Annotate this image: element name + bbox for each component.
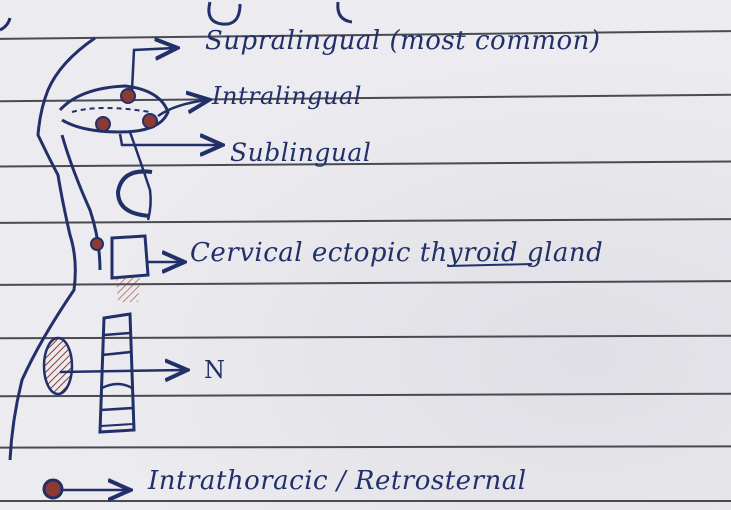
partial-mark xyxy=(0,18,10,30)
partial-letter xyxy=(338,2,352,22)
partial-letter xyxy=(209,2,240,24)
cervical-gland xyxy=(91,238,103,250)
intralingual-gland xyxy=(143,114,157,128)
tongue-dashed-line xyxy=(72,108,150,112)
label-supralingual: Supralingual (most common) xyxy=(205,26,601,56)
trachea-ring xyxy=(102,384,132,388)
arrow-n xyxy=(60,370,185,372)
label-sublingual: Sublingual xyxy=(230,138,371,167)
supralingual-gland xyxy=(121,89,135,103)
trachea-ring xyxy=(101,424,133,426)
bullet-circle xyxy=(44,480,62,498)
thyroid-hatch xyxy=(116,278,140,302)
label-intrathoracic: Intrathoracic / Retrosternal xyxy=(148,466,527,496)
trachea-ring xyxy=(104,333,130,335)
hatched-oval xyxy=(44,338,72,394)
label-n: N xyxy=(204,356,226,384)
intralingual-gland xyxy=(96,117,110,131)
trachea-ring xyxy=(102,352,131,355)
label-intralingual: Intralingual xyxy=(212,82,362,110)
trachea xyxy=(100,314,134,432)
label-cervical-ectopic-thyroid: Cervical ectopic thyroid gland xyxy=(190,238,603,268)
thyroid-cartilage xyxy=(112,236,148,278)
arrow-supralingual xyxy=(132,48,175,90)
head-outline xyxy=(10,38,95,460)
trachea-ring xyxy=(101,408,133,410)
